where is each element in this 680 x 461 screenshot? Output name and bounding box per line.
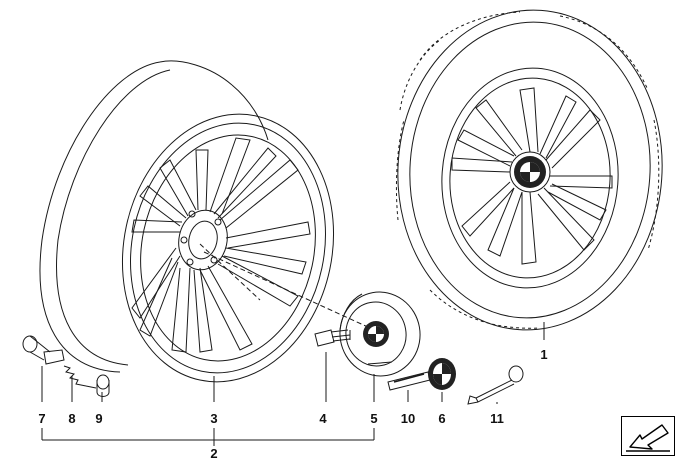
callout-7[interactable]: 7 bbox=[38, 411, 46, 426]
wheel-bolt[interactable] bbox=[314, 329, 351, 347]
callout-10[interactable]: 10 bbox=[400, 411, 416, 426]
complete-wheel-with-tire[interactable] bbox=[387, 1, 673, 339]
wheel-rim[interactable] bbox=[39, 60, 358, 402]
callout-4[interactable]: 4 bbox=[319, 411, 327, 426]
callout-6[interactable]: 6 bbox=[438, 411, 446, 426]
callout-9[interactable]: 9 bbox=[95, 411, 103, 426]
callout-3[interactable]: 3 bbox=[210, 411, 218, 426]
arrow-down-left-icon bbox=[626, 424, 670, 452]
callout-2[interactable]: 2 bbox=[210, 446, 218, 461]
callout-1[interactable]: 1 bbox=[540, 347, 548, 362]
emblem-on-hub-cap bbox=[363, 321, 389, 347]
emblem[interactable] bbox=[428, 358, 456, 390]
valve-insert[interactable] bbox=[63, 365, 97, 389]
callout-8[interactable]: 8 bbox=[68, 411, 76, 426]
valve[interactable] bbox=[22, 335, 65, 365]
callout-5[interactable]: 5 bbox=[370, 411, 378, 426]
leader-lines bbox=[41, 243, 545, 446]
sticker[interactable] bbox=[387, 371, 431, 391]
callout-11[interactable]: 11 bbox=[490, 411, 504, 426]
emblem-on-wheel bbox=[514, 156, 546, 188]
lock-key-tool[interactable] bbox=[467, 365, 524, 405]
valve-cap[interactable] bbox=[96, 374, 110, 397]
next-diagram-button[interactable] bbox=[621, 416, 675, 456]
